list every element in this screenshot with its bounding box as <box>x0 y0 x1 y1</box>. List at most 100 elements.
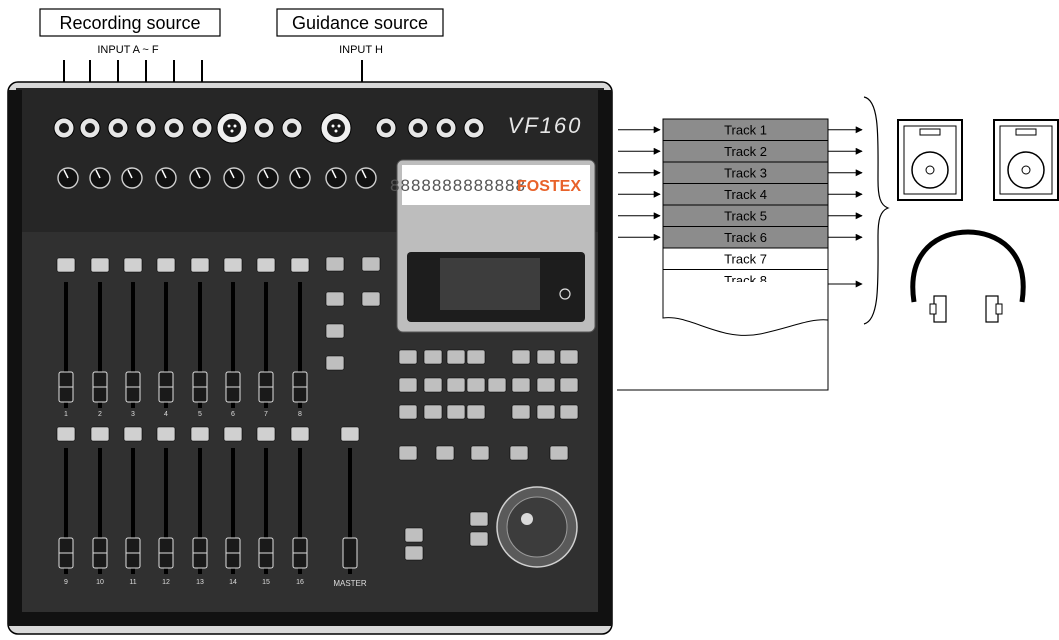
trim-knob[interactable] <box>155 167 177 189</box>
track-row: Track 6 <box>662 226 829 249</box>
panel-button[interactable] <box>466 404 486 420</box>
trim-knob[interactable] <box>355 167 377 189</box>
channel-fader[interactable] <box>290 257 310 408</box>
panel-button[interactable] <box>509 445 529 461</box>
channel-number: 7 <box>264 411 268 418</box>
speaker-right <box>993 119 1059 201</box>
panel-button[interactable] <box>423 404 443 420</box>
brand-logo: FOSTEX <box>517 178 581 195</box>
input-h-label: INPUT H <box>339 44 383 56</box>
panel-button[interactable] <box>325 355 345 371</box>
panel-button[interactable] <box>398 404 418 420</box>
track-row: Track 5 <box>662 204 829 227</box>
track-label: Track 7 <box>724 251 767 266</box>
channel-number: 8 <box>298 411 302 418</box>
headphones-icon <box>910 229 1026 323</box>
trim-knob[interactable] <box>89 167 111 189</box>
panel-button[interactable] <box>398 349 418 365</box>
channel-fader[interactable] <box>56 426 76 574</box>
panel-button[interactable] <box>536 404 556 420</box>
trim-knob[interactable] <box>325 167 347 189</box>
panel-button[interactable] <box>511 377 531 393</box>
panel-button[interactable] <box>470 445 490 461</box>
panel-button[interactable] <box>435 445 455 461</box>
jog-wheel[interactable] <box>496 486 578 568</box>
panel-button[interactable] <box>398 445 418 461</box>
channel-number: 6 <box>231 411 235 418</box>
channel-number: 1 <box>64 411 68 418</box>
channel-number: 4 <box>164 411 168 418</box>
panel-button[interactable] <box>536 349 556 365</box>
channel-fader[interactable] <box>223 426 243 574</box>
track-sheet-bottom <box>662 282 829 336</box>
channel-number: 10 <box>96 579 104 586</box>
output-brace <box>863 96 890 325</box>
panel-button[interactable] <box>361 291 381 307</box>
panel-button[interactable] <box>398 377 418 393</box>
jack-socket <box>53 117 75 139</box>
trim-knob[interactable] <box>189 167 211 189</box>
input-jacks <box>53 112 485 144</box>
panel-button[interactable] <box>559 404 579 420</box>
channel-fader[interactable] <box>256 426 276 574</box>
panel-button[interactable] <box>361 256 381 272</box>
panel-button[interactable] <box>549 445 569 461</box>
panel-button[interactable] <box>469 511 489 527</box>
channel-number: 13 <box>196 579 204 586</box>
trim-knob[interactable] <box>57 167 79 189</box>
input-af-label: INPUT A ~ F <box>97 44 159 56</box>
jack-socket <box>281 117 303 139</box>
track-row: Track 7 <box>662 247 829 270</box>
channel-fader[interactable] <box>90 257 110 408</box>
channel-fader[interactable] <box>190 257 210 408</box>
panel-button[interactable] <box>325 291 345 307</box>
panel-button[interactable] <box>446 349 466 365</box>
panel-button[interactable] <box>325 323 345 339</box>
channel-fader[interactable] <box>123 257 143 408</box>
segment-display: 8888888888888 <box>390 176 526 195</box>
channel-fader[interactable] <box>290 426 310 574</box>
panel-button[interactable] <box>446 404 466 420</box>
channel-number: 5 <box>198 411 202 418</box>
channel-number: 14 <box>229 579 237 586</box>
guidance-source-label: Guidance source <box>292 13 428 33</box>
jack-socket <box>191 117 213 139</box>
channel-number: 12 <box>162 579 170 586</box>
channel-number: 9 <box>64 579 68 586</box>
trim-knob[interactable] <box>223 167 245 189</box>
panel-button[interactable] <box>511 349 531 365</box>
panel-button[interactable] <box>469 531 489 547</box>
panel-button[interactable] <box>466 377 486 393</box>
channel-fader[interactable] <box>190 426 210 574</box>
panel-button[interactable] <box>559 377 579 393</box>
xlr-socket <box>320 112 352 144</box>
jack-socket <box>435 117 457 139</box>
panel-button[interactable] <box>466 349 486 365</box>
trim-knob[interactable] <box>289 167 311 189</box>
transport-controls <box>325 256 579 561</box>
panel-button[interactable] <box>487 377 507 393</box>
channel-fader[interactable] <box>90 426 110 574</box>
jack-socket <box>463 117 485 139</box>
panel-button[interactable] <box>446 377 466 393</box>
channel-fader[interactable] <box>223 257 243 408</box>
panel-button[interactable] <box>536 377 556 393</box>
panel-button[interactable] <box>559 349 579 365</box>
channel-fader[interactable] <box>156 426 176 574</box>
trim-knob[interactable] <box>121 167 143 189</box>
panel-button[interactable] <box>423 349 443 365</box>
channel-fader[interactable] <box>123 426 143 574</box>
jack-socket <box>253 117 275 139</box>
channel-fader[interactable] <box>56 257 76 408</box>
channel-fader[interactable] <box>256 257 276 408</box>
trim-knobs <box>57 167 377 189</box>
channel-fader[interactable] <box>156 257 176 408</box>
panel-button[interactable] <box>404 545 424 561</box>
panel-button[interactable] <box>404 527 424 543</box>
panel-button[interactable] <box>325 256 345 272</box>
master-fader[interactable] <box>340 426 360 574</box>
panel-button[interactable] <box>511 404 531 420</box>
trim-knob[interactable] <box>257 167 279 189</box>
panel-button[interactable] <box>423 377 443 393</box>
